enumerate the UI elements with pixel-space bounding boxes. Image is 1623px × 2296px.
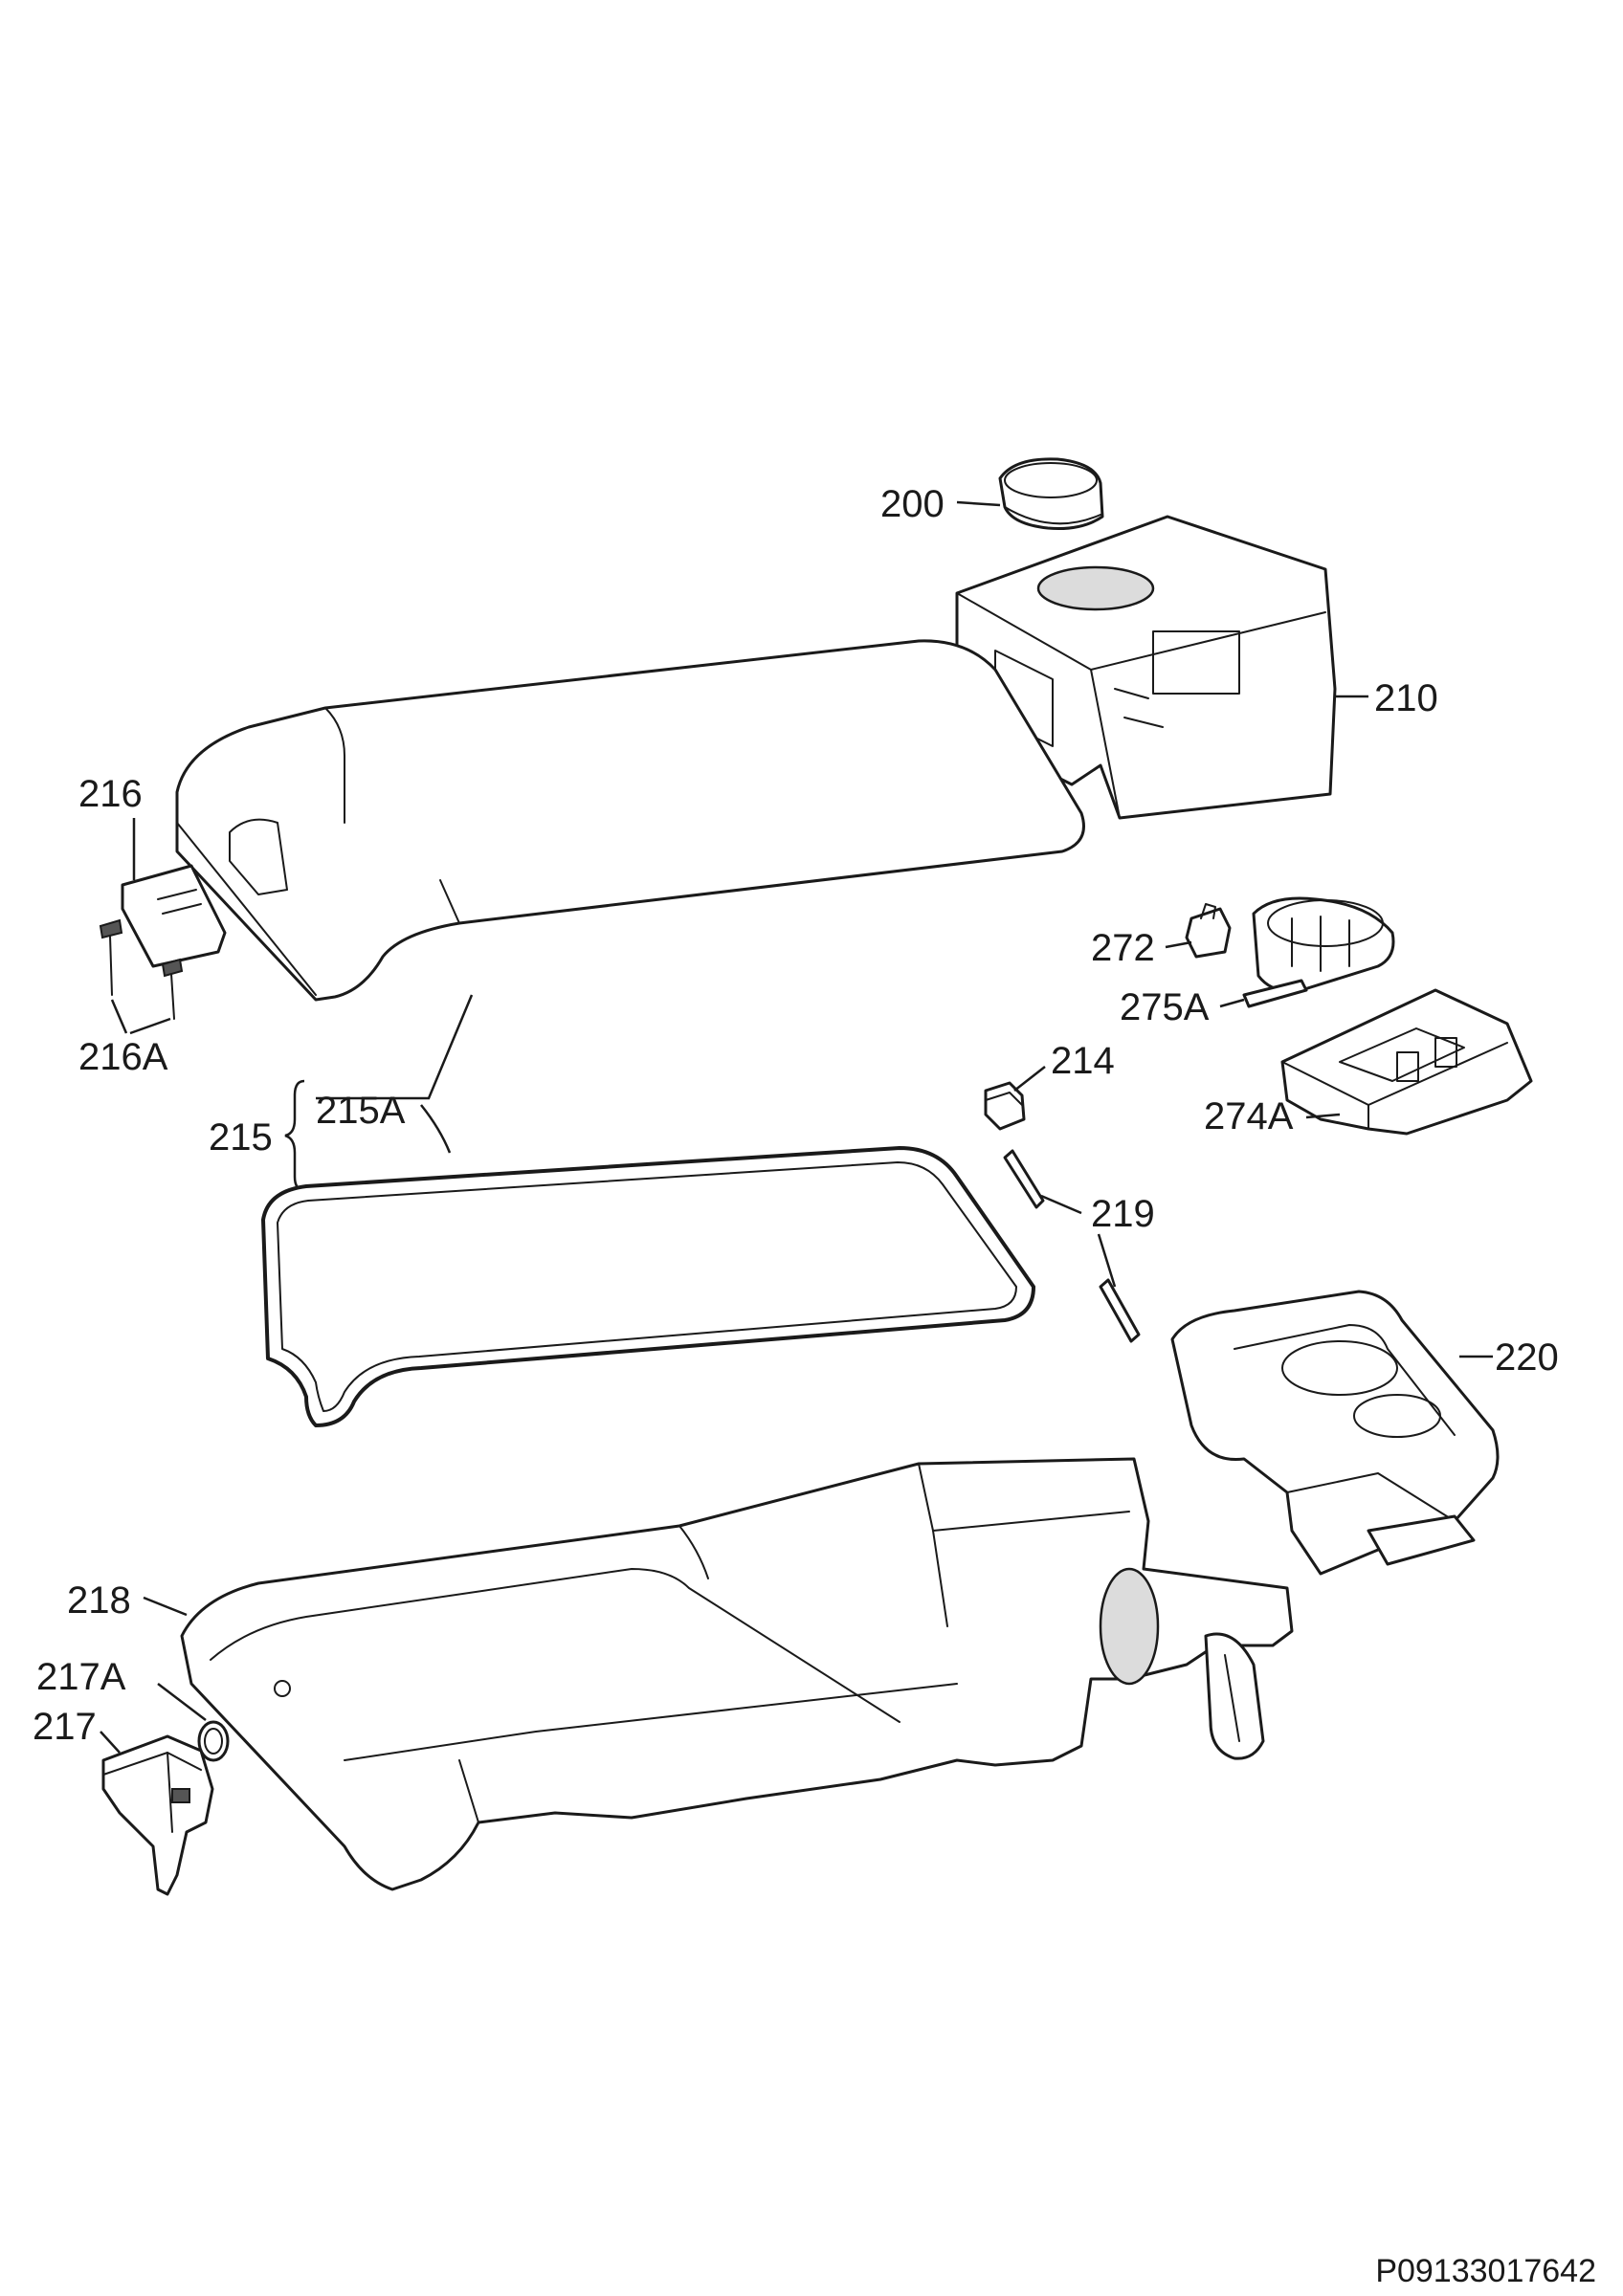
leader-217 — [100, 1731, 121, 1754]
callout-274A: 274A — [1204, 1095, 1294, 1137]
document-number: P09133017642 — [1375, 2253, 1596, 2289]
part-219-pins[interactable] — [1003, 1149, 1141, 1343]
callout-216: 216 — [78, 773, 143, 815]
callout-220: 220 — [1495, 1336, 1559, 1379]
part-220-drawer-housing[interactable] — [1170, 1290, 1500, 1576]
callout-210: 210 — [1374, 677, 1438, 719]
callout-219: 219 — [1091, 1193, 1155, 1235]
leader-217A — [157, 1683, 207, 1721]
part-200-knob[interactable] — [998, 457, 1104, 530]
leader-275A — [1219, 998, 1245, 1008]
part-lid-cover[interactable] — [175, 639, 1085, 1002]
callout-275A: 275A — [1120, 986, 1210, 1028]
leader-274A — [1305, 1113, 1341, 1119]
part-216A-screws[interactable] — [99, 918, 184, 1020]
part-274A-drawer-insert[interactable] — [1280, 988, 1533, 1136]
part-217-pump-unit[interactable] — [101, 1734, 214, 1896]
leader-272 — [1165, 940, 1192, 949]
callout-200: 200 — [880, 483, 945, 525]
part-218-tub-base[interactable] — [180, 1457, 1294, 1891]
leader-215 — [316, 994, 474, 1100]
leader-218 — [143, 1596, 188, 1617]
leader-214 — [1013, 1066, 1046, 1092]
callout-217A: 217A — [36, 1656, 126, 1698]
callout-215: 215 — [209, 1116, 273, 1159]
callout-215A: 215A — [316, 1090, 406, 1132]
leader-216A — [110, 999, 171, 1035]
part-272-clip[interactable] — [1185, 903, 1232, 959]
leader-219 — [1040, 1194, 1117, 1288]
part-215A-gasket[interactable] — [261, 1146, 1035, 1427]
leader-215A — [420, 1104, 452, 1154]
callout-214: 214 — [1051, 1040, 1115, 1082]
callout-216A: 216A — [78, 1036, 168, 1078]
leader-200 — [956, 500, 1001, 507]
callout-218: 218 — [67, 1579, 131, 1622]
bracket-215 — [284, 1079, 305, 1192]
callout-217: 217 — [33, 1706, 97, 1748]
part-216-hinge-cover[interactable] — [121, 864, 227, 968]
part-275A-nozzle[interactable] — [1242, 896, 1395, 1008]
part-214-block[interactable] — [984, 1081, 1026, 1131]
part-217A-o-ring[interactable] — [197, 1720, 230, 1762]
callout-272: 272 — [1091, 927, 1155, 969]
